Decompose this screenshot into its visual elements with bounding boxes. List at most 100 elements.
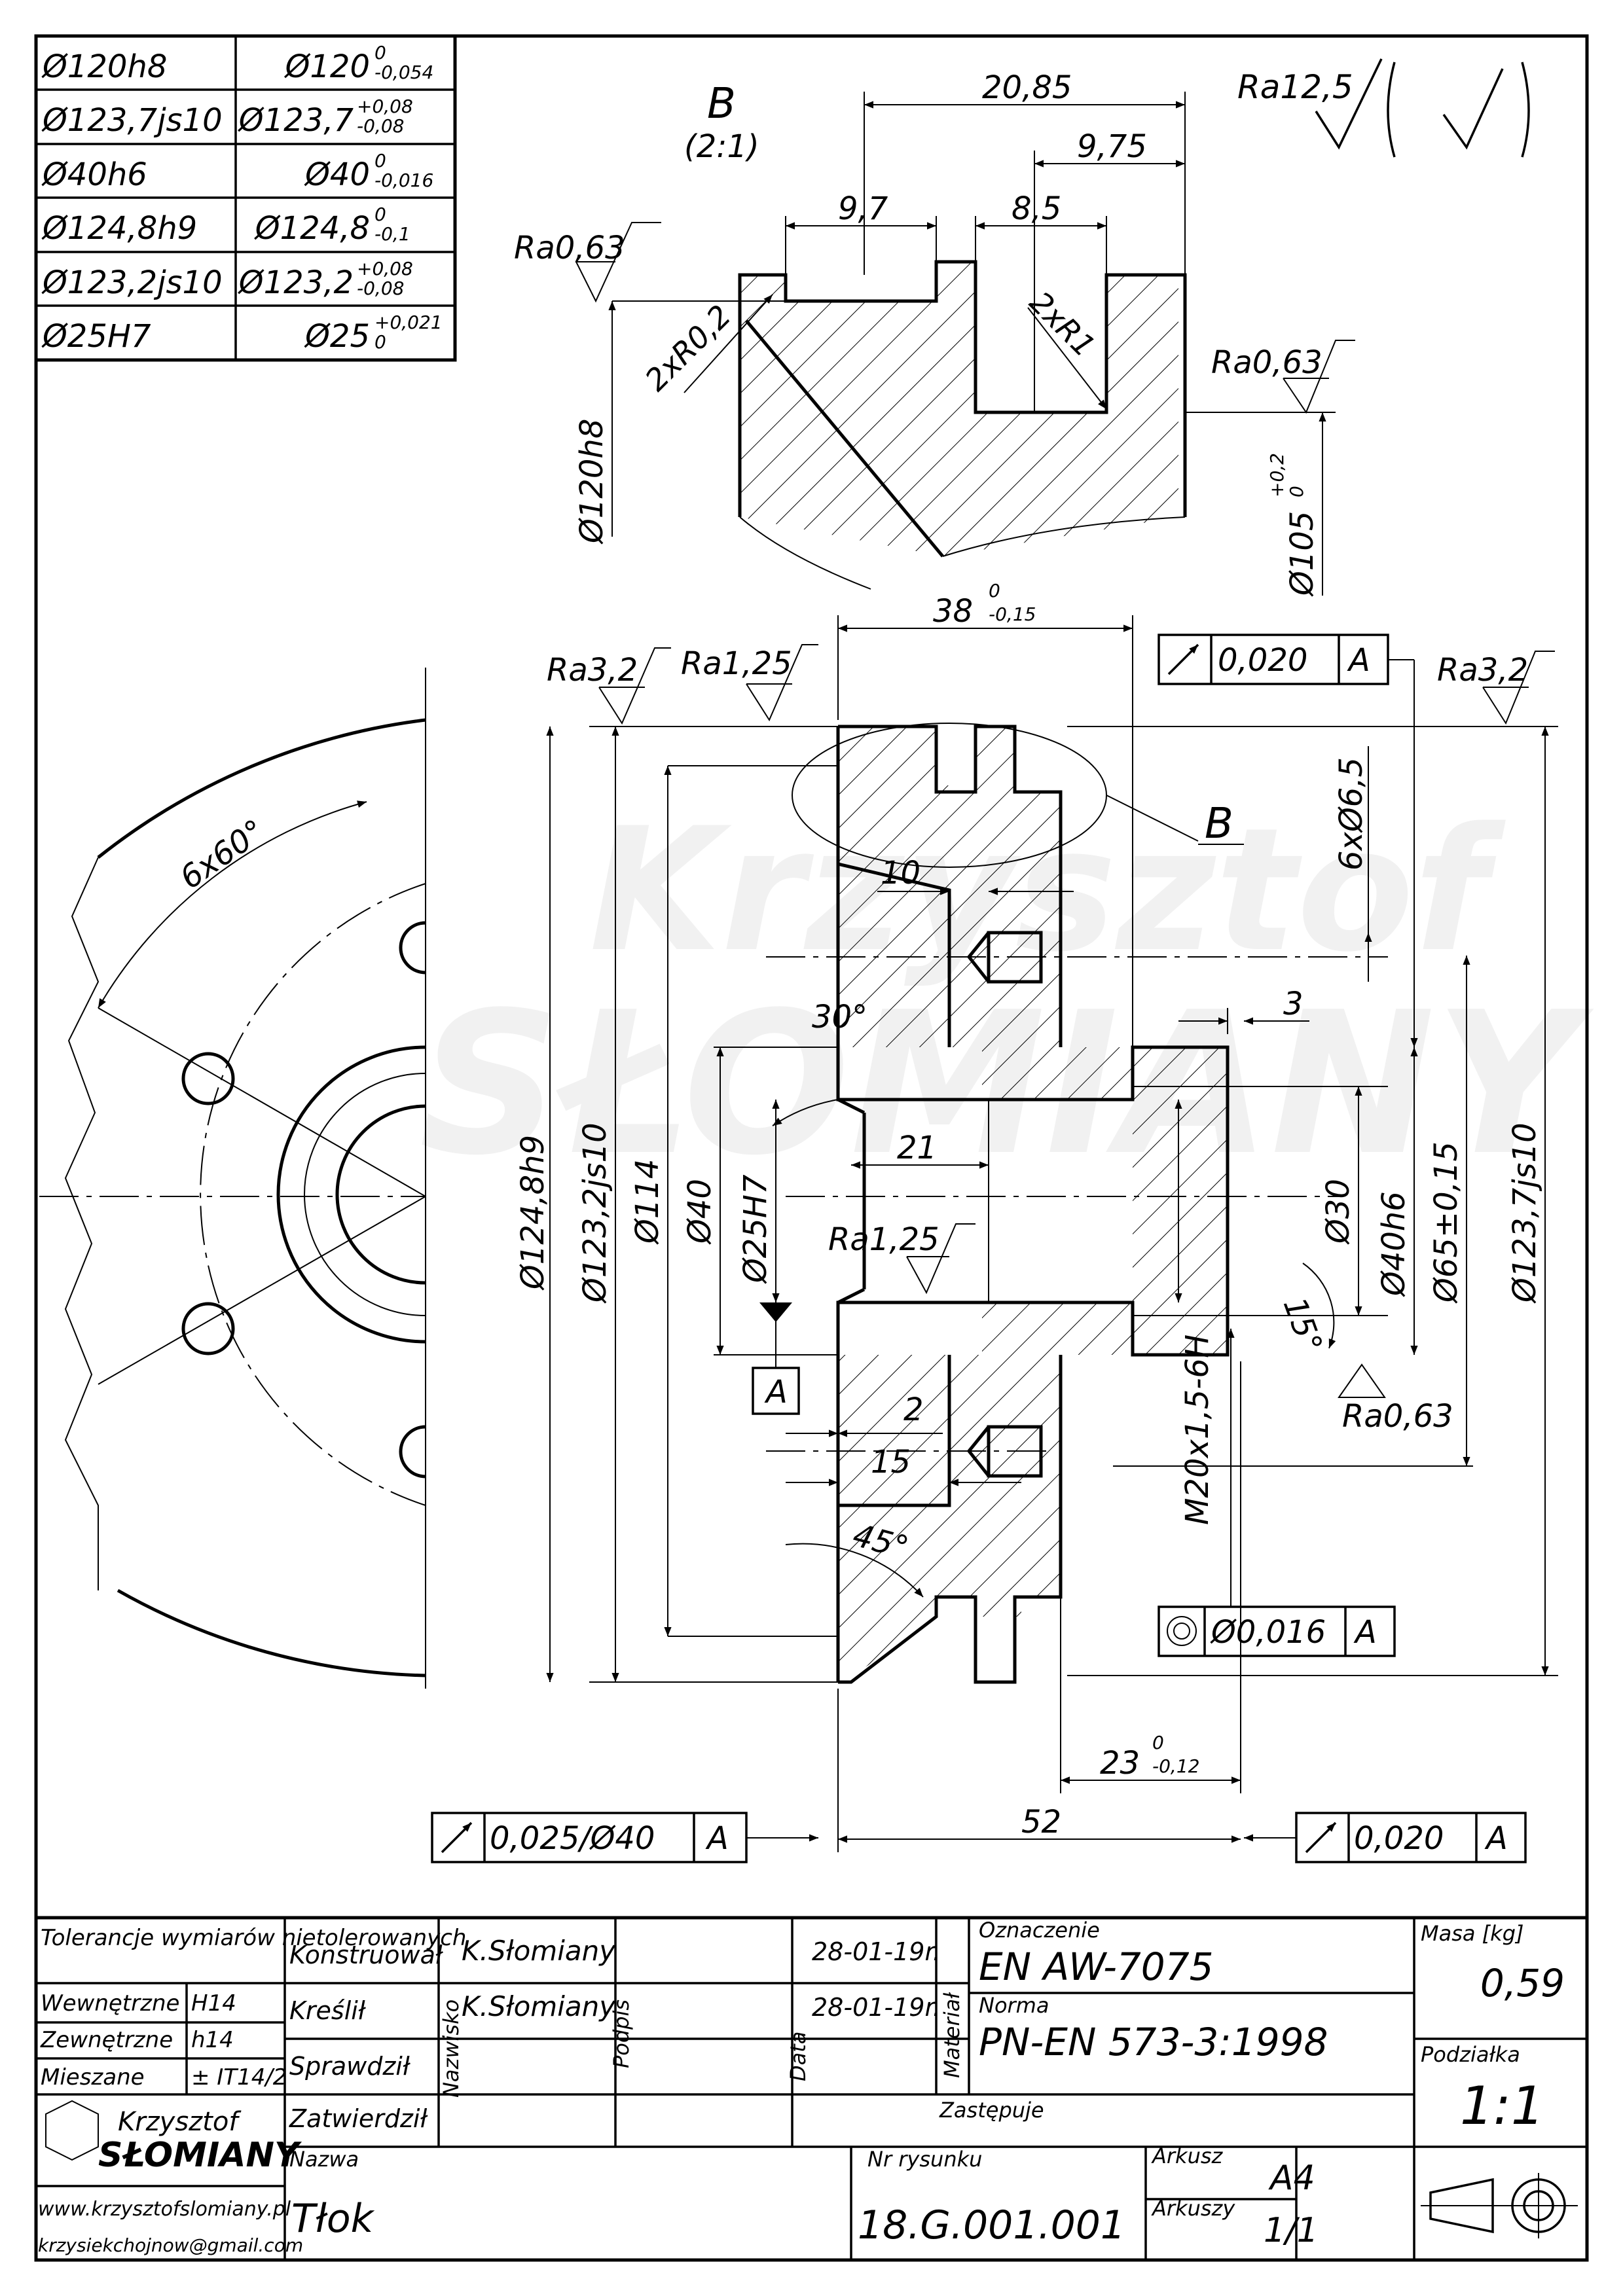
role-2: Kreślił [289,1996,367,2025]
dim-15: 15 [871,1444,911,1480]
dim-dia-1248: Ø124,8h9 [515,1135,551,1291]
gtol-concentric-datum: A [1353,1614,1377,1651]
tol-upper-6: +0,021 [374,312,443,333]
name-2: K.Słomiany [462,1990,616,2022]
tol-upper-5: +0,08 [357,258,413,279]
tol-row-value-3: ± IT14/2 [191,2064,287,2090]
general-roughness-value: Ra12,5 [1237,68,1353,106]
gtol-bottom-right-datum: A [1484,1820,1508,1857]
dim-dia-30: Ø30 [1320,1179,1357,1245]
detail-b: B (2:1) 20,85 9,75 9,7 8,5 2xR0,2 2xR1 Ø… [514,69,1355,597]
col-podpis: Podpis [609,2000,634,2068]
dim-thread: M20x1,5-6H [1179,1335,1216,1525]
norma-value: PN-EN 573-3:1998 [979,2020,1328,2064]
oznaczenie-value: EN AW-7075 [979,1945,1214,1989]
roughness-symbol-icon [1283,340,1355,414]
col-nazwisko: Nazwisko [439,2000,464,2098]
role-4: Zatwierdził [289,2104,428,2133]
detail-b-roughness-1: Ra0,63 [514,230,625,266]
tol-fit-2: Ø123,7js10 [41,102,223,139]
arkusz-value: A4 [1268,2159,1315,2198]
dim-23: 23 [1100,1745,1140,1782]
logo-line2: SŁOMIANY [98,2136,302,2175]
gtol-top-datum: A [1347,642,1370,679]
tol-limit-2: Ø123,7 [238,102,354,139]
datum-a-label: A [764,1374,788,1410]
tol-row-value-1: H14 [191,1990,236,2017]
title-block: Tolerancje wymiarów nietolerowanych Wewn… [34,1916,1589,2262]
concentricity-icon [1167,1616,1197,1646]
gtol-bottom-right-value: 0,020 [1354,1820,1444,1857]
tol-upper-2: +0,08 [357,96,413,117]
tol-fit-3: Ø40h6 [41,156,147,193]
arkuszy-label: Arkuszy [1151,2196,1235,2221]
nazwa-label: Nazwa [289,2147,359,2172]
roughness-bore: Ra1,25 [828,1221,939,1258]
nr-label: Nr rysunku [867,2147,982,2172]
dim-3: 3 [1283,986,1304,1022]
tolerance-table: Ø120h8 Ø123,7js10 Ø40h6 Ø124,8h9 Ø123,2j… [34,34,457,362]
company-logo: Krzysztof SŁOMIANY [45,2100,302,2175]
part-name: Tłok [291,2196,375,2242]
gtol-bottom-left-datum: A [705,1820,729,1857]
arkuszy-value: 1/1 [1264,2211,1319,2250]
detail-b-dim-4: 8,5 [1012,190,1061,227]
podzialka-label: Podziałka [1421,2042,1520,2067]
dim-dia-40: Ø40 [682,1179,718,1245]
runout-arrow-icon [1167,643,1199,675]
arkusz-label: Arkusz [1151,2144,1224,2168]
dim-hole-pattern: 6x60° [173,812,272,896]
tol-lower-4: -0,1 [374,223,410,245]
detail-callout: B [1205,800,1233,848]
dim-dia-40h6: Ø40h6 [1376,1191,1412,1297]
date-2: 28-01-19r. [812,1993,941,2022]
gtol-top-value: 0,020 [1218,642,1307,679]
logo-cube-icon [45,2100,99,2161]
detail-b-title: B [707,80,736,128]
roughness-top-mid: Ra1,25 [681,645,792,682]
detail-b-dia-2: Ø105 [1284,511,1321,597]
tol-limit-5: Ø123,2 [238,264,354,301]
tol-header: Tolerancje wymiarów nietolerowanych [41,1925,466,1951]
tol-limit-4: Ø124,8 [254,210,370,247]
section-top-flange [838,725,1063,1047]
gtol-concentric: Ø0,016 A [1158,1329,1396,1657]
roughness-check-icon [1315,58,1383,150]
roughness-top-right: Ra3,2 [1437,652,1528,689]
dim-dia-25: Ø25H7 [737,1174,774,1284]
dim-dia-1237: Ø123,7js10 [1506,1122,1543,1304]
email: krzysiekchojnow@gmail.com [38,2234,303,2256]
dim-21: 21 [897,1130,937,1166]
website: www.krzysztofslomiany.pl [38,2198,291,2221]
dim-width-38: 38 [933,593,973,630]
main-section-view: B Ø124,8h9 Ø123,2js10 Ø114 Ø40 Ø25H7 Ø30 [431,580,1558,1863]
gtol-bottom-left-value: 0,025/Ø40 [490,1820,655,1857]
tol-fit-4: Ø124,8h9 [41,210,197,247]
dim-holes: 6xØ6,5 [1333,757,1370,870]
masa-label: Masa [kg] [1421,1921,1523,1946]
tol-lower-6: 0 [374,331,386,353]
runout-arrow-icon [441,1821,473,1854]
dim-dia-114: Ø114 [629,1159,666,1245]
detail-b-dim-2: 9,75 [1077,128,1147,165]
podzialka-value: 1:1 [1460,2075,1544,2136]
dim-angle-30: 30° [812,999,867,1035]
gtol-top: 0,020 A [1158,634,1418,1047]
norma-label: Norma [979,1993,1049,2018]
tol-upper-1: 0 [374,42,386,63]
dim-width-38-upper: 0 [989,580,1000,601]
tol-lower-1: -0,054 [374,62,433,83]
detail-b-dim-1: 20,85 [982,69,1072,106]
roughness-check-icon [1442,68,1504,150]
col-data: Data [786,2032,811,2081]
roughness-symbol-icon [906,1223,976,1295]
partial-front-view: 6x60° [39,668,426,1689]
gtol-concentric-value: Ø0,016 [1210,1614,1326,1651]
date-1: 28-01-19r. [812,1937,941,1966]
gtol-bottom-right: 0,020 A [1244,1812,1527,1863]
tol-limit-3: Ø40 [304,156,370,193]
roughness-face: Ra0,63 [1342,1398,1453,1435]
tol-lower-3: -0,016 [374,170,433,191]
dim-10: 10 [881,855,921,891]
